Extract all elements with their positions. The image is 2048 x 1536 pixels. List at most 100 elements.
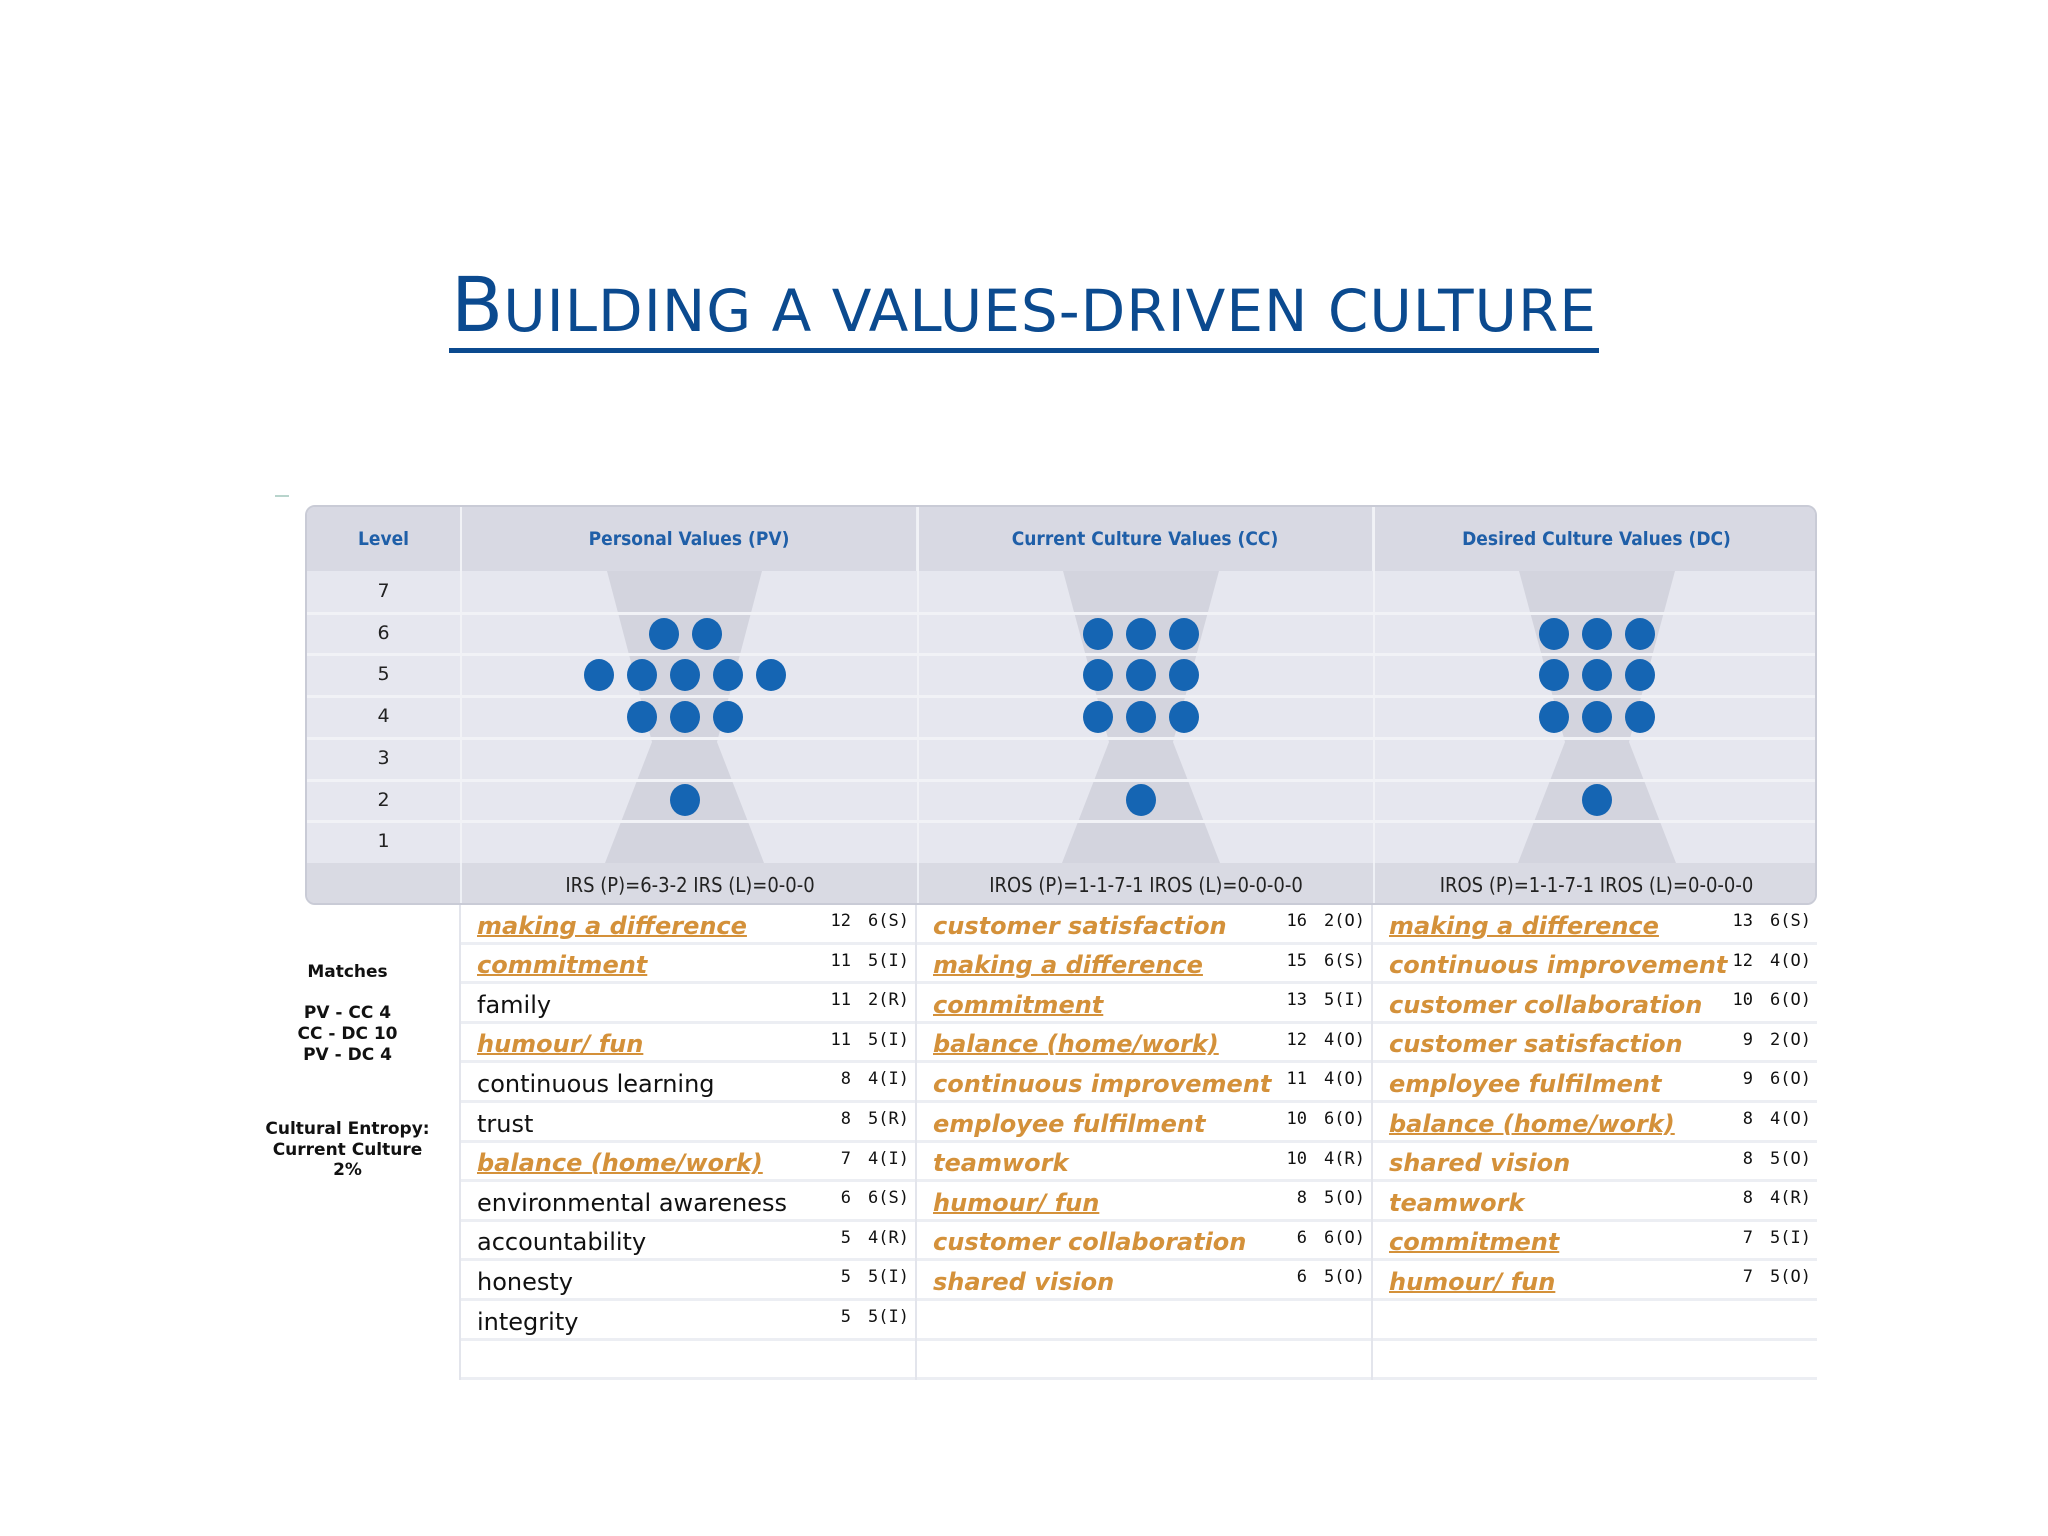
values-level-chart: Level Personal Values (PV) Current Cultu… [305,505,1817,905]
value-level: 2(R) [868,990,909,1011]
value-name[interactable]: balance (home/work) [1389,1109,1675,1138]
value-dot [1126,617,1156,650]
value-level: 4(O) [1324,1069,1365,1090]
value-dot [670,659,700,692]
value-dot [1083,659,1113,692]
value-level: 5(I) [868,1029,909,1050]
col-divider [460,507,462,903]
value-dot [756,659,786,692]
value-level: 5(O) [1324,1188,1365,1209]
irs-pv: IRS (P)=6-3-2 IRS (L)=0-0-0 [565,873,815,897]
value-level: 5(R) [868,1108,909,1129]
value-name[interactable]: balance (home/work) [933,1030,1219,1059]
value-dot [627,700,657,733]
vote-count: 6 [1296,1267,1307,1288]
value-dot [713,659,743,692]
level-number: 7 [377,580,390,602]
col-divider [1373,507,1375,903]
vote-count: 8 [840,1108,851,1129]
value-name[interactable]: humour/ fun [933,1188,1100,1217]
value-name: customer satisfaction [1389,1030,1683,1059]
list-item [917,1341,1371,1381]
value-dot [1083,617,1113,650]
vote-count: 10 [1732,990,1753,1011]
value-name[interactable]: commitment [933,990,1104,1019]
value-name: shared vision [933,1267,1115,1296]
value-dot [1126,784,1156,817]
value-dot [1169,617,1199,650]
vote-count: 12 [830,911,851,931]
title-rest: UILDING A VALUES-DRIVEN CULTURE [503,277,1597,345]
value-dot [1625,617,1655,650]
value-level: 4(R) [1770,1188,1811,1209]
list-divider [459,905,461,1380]
vote-count: 11 [830,950,851,971]
matches-label: Matches [307,962,388,982]
level-number: 1 [377,830,390,853]
value-name: environmental awareness [477,1188,787,1217]
vote-count: 11 [830,1029,851,1050]
vote-count: 16 [1286,911,1307,931]
vote-count: 5 [840,1306,851,1327]
level-number: 5 [377,663,390,686]
value-name: customer satisfaction [933,911,1227,940]
value-level: 6(O) [1324,1108,1365,1129]
header-current-culture: Current Culture Values (CC) [918,507,1374,571]
vote-count: 6 [1296,1227,1307,1248]
value-name[interactable]: humour/ fun [477,1030,644,1059]
vote-count: 8 [1742,1188,1753,1209]
vote-count: 9 [1742,1029,1753,1050]
value-name[interactable]: making a difference [477,911,747,940]
value-dot [1126,700,1156,733]
value-level: 4(R) [868,1227,909,1248]
row-divider [307,695,1815,699]
value-name[interactable]: humour/ fun [1389,1267,1556,1296]
value-level: 5(I) [868,1306,909,1327]
value-dot [627,659,657,692]
value-name[interactable]: making a difference [933,951,1203,980]
value-level: 6(S) [868,911,909,931]
col-divider [917,507,919,903]
decorative-mark [275,495,289,497]
value-dot [1625,700,1655,733]
entropy-label: Cultural Entropy: [265,1119,430,1139]
list-item: humour/ fun 11 5(I) [461,1024,915,1064]
value-name: family [477,990,552,1019]
vote-count: 7 [1742,1227,1753,1248]
header-desired-culture: Desired Culture Values (DC) [1374,507,1815,571]
value-dot [1126,659,1156,692]
value-name[interactable]: making a difference [1389,911,1659,940]
value-dot [1582,659,1612,692]
value-name[interactable]: balance (home/work) [477,1149,763,1178]
value-name: continuous learning [477,1069,715,1098]
value-name: teamwork [933,1149,1069,1178]
value-level: 6(O) [1770,1069,1811,1090]
value-name: customer collaboration [1389,990,1703,1019]
value-name[interactable]: commitment [1389,1228,1560,1257]
list-item [1373,1301,1817,1341]
header-level: Level [307,507,462,571]
value-name: shared vision [1389,1149,1571,1178]
list-item: making a difference 12 6(S) [461,905,915,945]
value-level: 4(O) [1324,1029,1365,1050]
vote-count: 15 [1286,950,1307,971]
vote-count: 6 [840,1188,851,1209]
value-name[interactable]: commitment [477,951,648,980]
